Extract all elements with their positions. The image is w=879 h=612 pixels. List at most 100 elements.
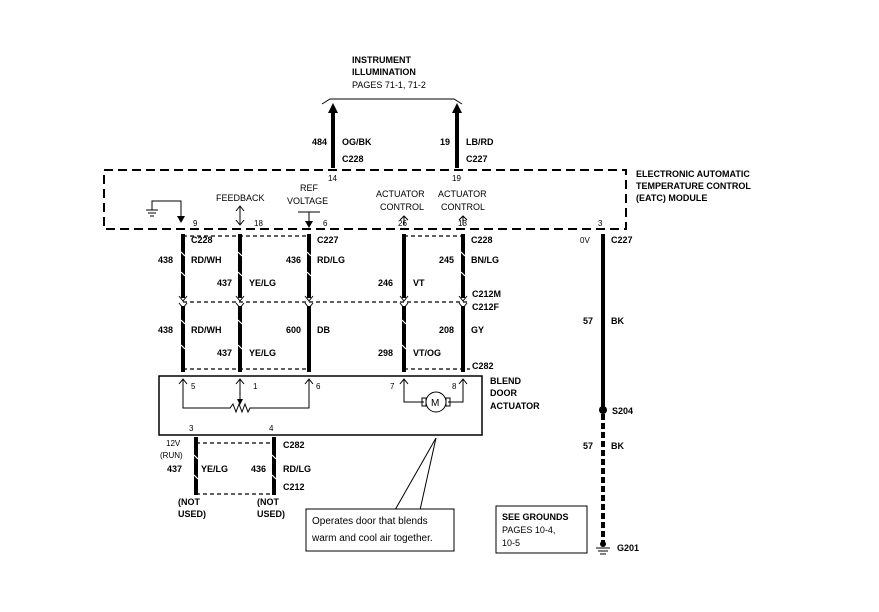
upper-connector-c227-ground: C227	[611, 235, 633, 245]
upper-wire-438-circuit: 438	[158, 255, 173, 265]
lower-wire-438-circuit: 438	[158, 325, 173, 335]
lower-wire-437-color: YE/LG	[249, 348, 276, 358]
lower-wire-208-color: GY	[471, 325, 484, 335]
actuator-pin-6: 6	[316, 382, 321, 391]
callout-pointer	[394, 437, 437, 511]
actuator-arrows-icon	[399, 215, 468, 225]
callout-box	[305, 508, 455, 552]
eatc-module-title-line1: ELECTRONIC AUTOMATIC	[636, 169, 750, 179]
harness-hatch-marks	[180, 251, 466, 350]
actuator-title-line1: BLEND	[490, 376, 521, 386]
ground-wire-color-top: BK	[611, 316, 624, 326]
ground-wire-color-bottom: BK	[611, 441, 624, 451]
eatc-module-title-line2: TEMPERATURE CONTROL	[636, 181, 751, 191]
connector-c282-upper: C282	[472, 361, 494, 371]
bottom-not-used-left-line2: USED)	[178, 509, 206, 519]
lower-wire-600-color: DB	[317, 325, 330, 335]
module-pin-13: 13	[458, 219, 467, 228]
connector-c212f: C212F	[472, 302, 500, 312]
upper-connector-c227-mid: C227	[317, 235, 339, 245]
lower-wire-208-circuit: 208	[439, 325, 454, 335]
module-pin-6: 6	[323, 219, 328, 228]
upper-wire-246: 246 VT	[378, 234, 425, 298]
upper-wire-437-color: YE/LG	[249, 278, 276, 288]
splice-s204-label: S204	[612, 406, 633, 416]
bottom-wire-437-color: YE/LG	[201, 464, 228, 474]
illumination-arrow-right-icon	[452, 103, 462, 113]
lower-wire-298-circuit: 298	[378, 348, 393, 358]
callout-line1: Operates door that blends	[312, 516, 428, 527]
top-wire-19-color: LB/RD	[466, 137, 494, 147]
lower-wire-437-circuit: 437	[217, 348, 232, 358]
top-wire-19-circuit: 19	[440, 137, 450, 147]
ground-g201-icon	[596, 541, 610, 555]
upper-connector-c228-right: C228	[471, 235, 493, 245]
upper-wire-436-color: RD/LG	[317, 255, 345, 265]
potentiometer-icon	[182, 392, 310, 414]
upper-wire-245: 245 BN/LG	[439, 234, 499, 298]
actuator-pin-3: 3	[189, 424, 194, 433]
ref-voltage-symbol-icon	[298, 211, 320, 228]
bottom-connector-c212: C212	[283, 482, 305, 492]
bottom-connector-c282: C282	[283, 440, 305, 450]
lower-wire-600-circuit: 600	[286, 325, 301, 335]
see-grounds-line1: SEE GROUNDS	[502, 512, 569, 522]
feedback-label: FEEDBACK	[216, 193, 265, 203]
ref-voltage-label-line2: VOLTAGE	[287, 196, 328, 206]
module-ground-icon	[146, 200, 185, 223]
module-pin-9: 9	[193, 219, 198, 228]
bottom-wire-437: 12V (RUN) 437 YE/LG (NOT USED)	[160, 437, 228, 519]
bottom-power-run: (RUN)	[160, 451, 183, 460]
actuator-pin-7: 7	[390, 382, 395, 391]
upper-wire-246-circuit: 246	[378, 278, 393, 288]
upper-wire-438-color: RD/WH	[191, 255, 222, 265]
illumination-arrow-left-icon	[328, 103, 338, 113]
splice-s204-icon	[599, 406, 607, 414]
upper-wire-436-circuit: 436	[286, 255, 301, 265]
ground-wire-circuit-top: 57	[583, 316, 593, 326]
top-wire-19-connector: C227	[466, 154, 488, 164]
upper-wire-246-color: VT	[413, 278, 425, 288]
lower-wire-438: 438 RD/WH	[158, 306, 222, 372]
feedback-arrow-icon	[235, 205, 245, 226]
bottom-not-used-right-line2: USED)	[257, 509, 285, 519]
motor-icon: M	[403, 391, 464, 413]
actuator-control-2-line2: CONTROL	[441, 202, 485, 212]
top-wire-484: 484 OG/BK C228 14	[312, 110, 372, 183]
upper-wire-437-circuit: 437	[217, 278, 232, 288]
actuator-pin-8: 8	[452, 382, 457, 391]
see-grounds-box	[495, 505, 588, 554]
bottom-power-12v: 12V	[166, 439, 181, 448]
callout-line2: warm and cool air together.	[311, 533, 433, 544]
upper-wire-436: 436 RD/LG	[286, 234, 345, 298]
illumination-title-line2: ILLUMINATION	[352, 67, 416, 77]
lower-wire-600: 600 DB	[286, 306, 330, 372]
upper-connector-c228-left: C228	[191, 235, 213, 245]
top-wire-19-pin: 19	[452, 174, 461, 183]
eatc-module-box	[103, 169, 627, 230]
module-pin-26: 26	[398, 219, 407, 228]
illumination-title-line1: INSTRUMENT	[352, 55, 411, 65]
upper-wire-245-color: BN/LG	[471, 255, 499, 265]
ground-wire-57: 57 BK S204 57 BK G201	[583, 234, 639, 555]
ground-ov-label: 0V	[580, 236, 590, 245]
illumination-block: INSTRUMENT ILLUMINATION PAGES 71-1, 71-2	[321, 55, 463, 113]
actuator-control-2-line1: ACTUATOR	[438, 189, 487, 199]
see-grounds-line3: 10-5	[502, 538, 520, 548]
lower-wire-208: 208 GY	[439, 306, 484, 372]
connector-c212m: C212M	[472, 289, 501, 299]
bottom-not-used-right-line1: (NOT	[257, 497, 279, 507]
top-wire-19: 19 LB/RD C227 19	[440, 110, 494, 183]
actuator-pin-4: 4	[269, 424, 274, 433]
lower-wire-298: 298 VT/OG	[378, 306, 441, 372]
actuator-pin-arrows-icon	[178, 378, 468, 392]
bottom-not-used-left-line1: (NOT	[178, 497, 200, 507]
top-wire-484-color: OG/BK	[342, 137, 372, 147]
upper-wire-438: 438 RD/WH	[158, 234, 222, 298]
illumination-bracket	[321, 98, 463, 105]
actuator-control-1-line1: ACTUATOR	[376, 189, 425, 199]
see-grounds-line2: PAGES 10-4,	[502, 525, 555, 535]
actuator-title-line3: ACTUATOR	[490, 401, 540, 411]
lower-wire-438-color: RD/WH	[191, 325, 222, 335]
